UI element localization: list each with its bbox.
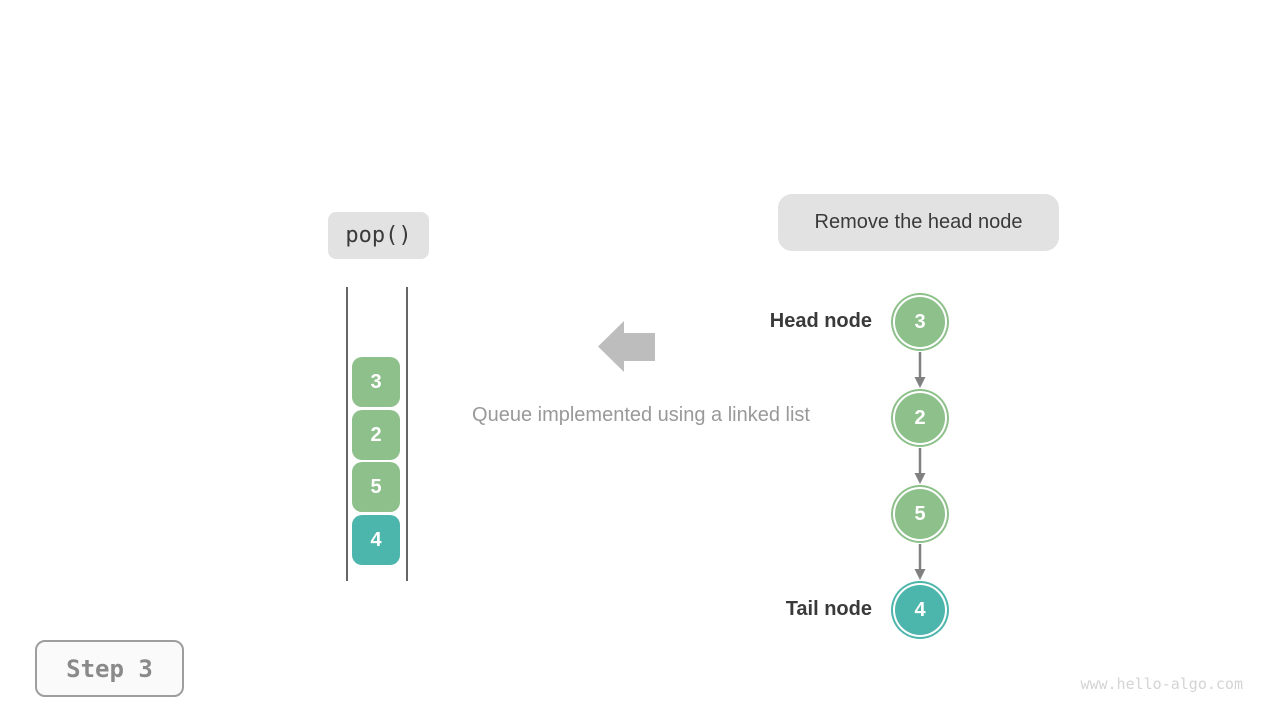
node-core: 2	[895, 393, 945, 443]
queue-wall-right	[406, 287, 408, 581]
tail-node-label: Tail node	[785, 598, 872, 620]
queue-item-value: 2	[370, 423, 382, 446]
watermark: www.hello-algo.com	[1080, 675, 1243, 693]
queue-item: 4	[352, 515, 400, 565]
arrow-down-icon	[914, 448, 926, 484]
queue-item: 2	[352, 410, 400, 460]
queue-item-value: 5	[370, 475, 382, 498]
node-value: 2	[914, 406, 926, 429]
figure-caption: Queue implemented using a linked list	[472, 404, 810, 426]
arrow-down-icon	[914, 352, 926, 388]
queue-item: 5	[352, 462, 400, 512]
queue-item-value: 4	[370, 528, 382, 551]
pop-operation-text: pop()	[345, 223, 412, 248]
node-core: 4	[895, 585, 945, 635]
annotation-text: Remove the head node	[814, 211, 1023, 233]
annotation-chip: Remove the head node	[778, 194, 1059, 251]
pop-operation-label: pop()	[328, 212, 429, 259]
linked-list-node: 4	[891, 581, 949, 639]
queue-wall-left	[346, 287, 348, 581]
node-value: 4	[914, 598, 926, 621]
linked-list-node: 5	[891, 485, 949, 543]
queue-item-value: 3	[370, 370, 382, 393]
head-node-label: Head node	[769, 310, 872, 332]
node-core: 3	[895, 297, 945, 347]
linked-list-node: 2	[891, 389, 949, 447]
step-badge-text: Step 3	[66, 654, 153, 683]
step-badge: Step 3	[35, 640, 184, 697]
linked-list-node: 3	[891, 293, 949, 351]
arrow-down-icon	[914, 544, 926, 580]
left-block-arrow-icon	[598, 321, 655, 372]
node-core: 5	[895, 489, 945, 539]
node-value: 3	[914, 310, 926, 333]
node-value: 5	[914, 502, 926, 525]
queue-item: 3	[352, 357, 400, 407]
